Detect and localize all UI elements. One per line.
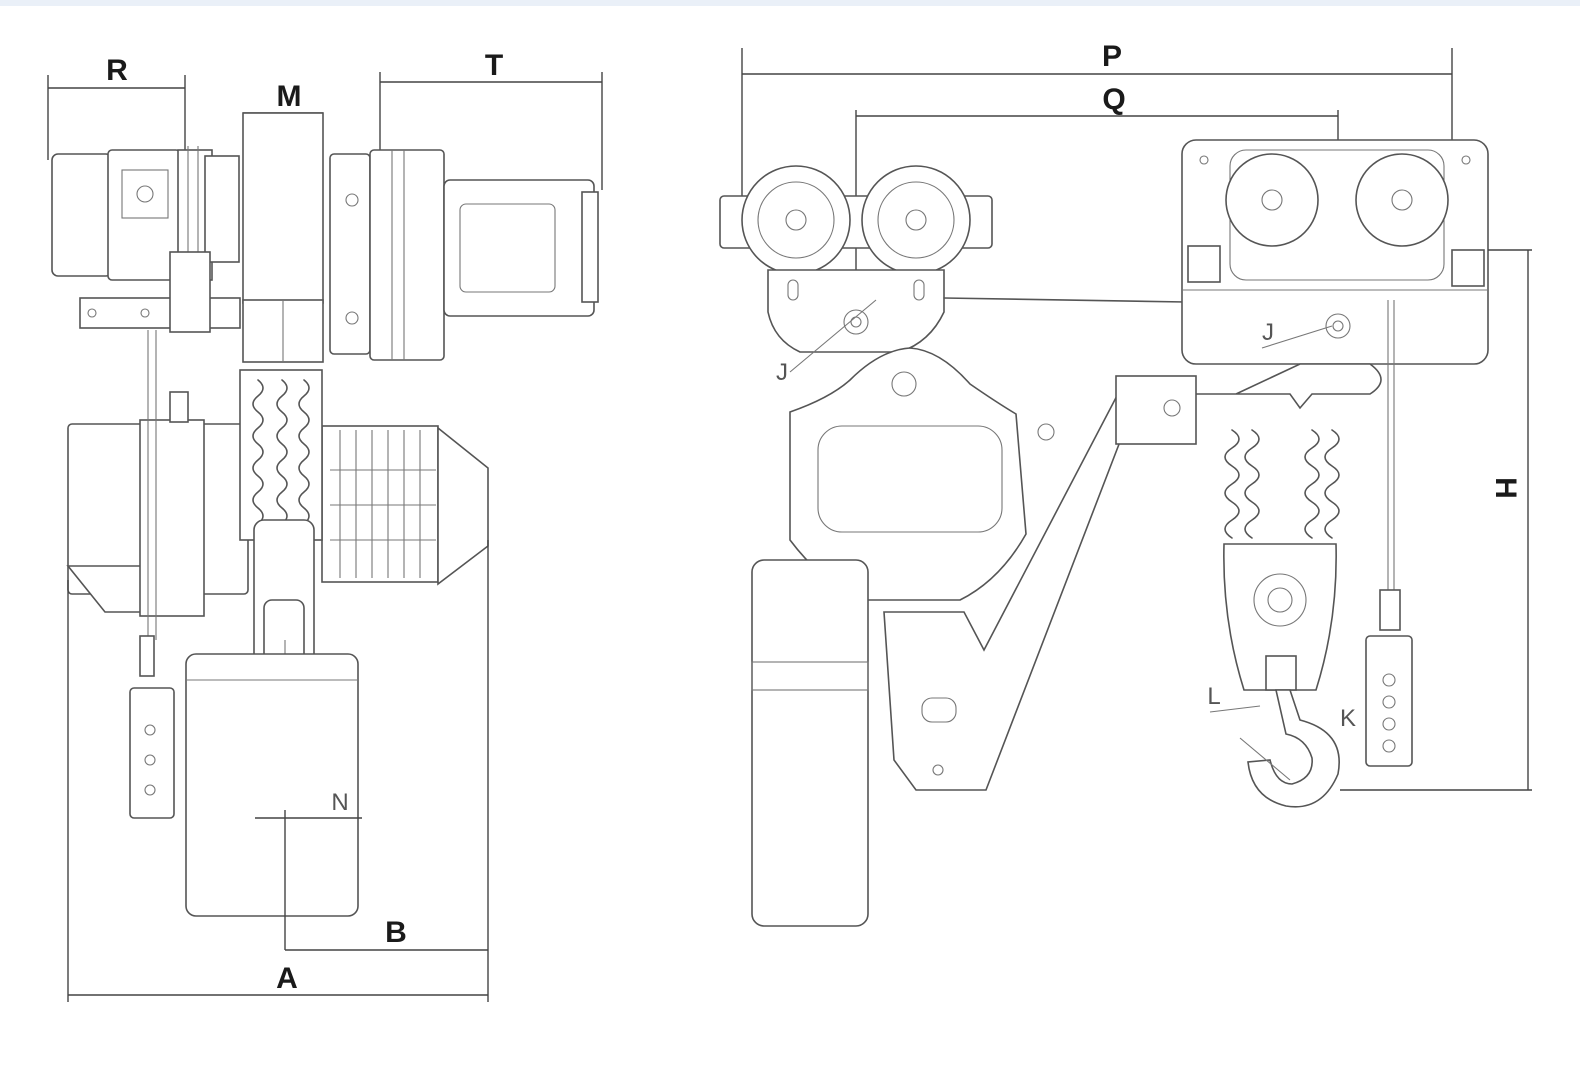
dimension-h: H [1340, 249, 1532, 791]
front-view: R M T [47, 49, 603, 1002]
i-beam [242, 112, 324, 363]
hoist-body [66, 330, 249, 640]
dimension-t: T [379, 49, 603, 190]
label-m: M [277, 80, 302, 113]
pendant-control-side [1365, 300, 1413, 767]
right-trolley-side: J [1181, 139, 1489, 365]
dimension-n: N [255, 789, 362, 950]
label-p: P [1102, 40, 1122, 73]
hook-block [1115, 363, 1382, 691]
chain-bag-side [751, 559, 869, 927]
side-view: P Q J [719, 40, 1532, 927]
label-j-left: J [776, 359, 788, 386]
label-q: Q [1102, 83, 1125, 116]
label-k: K [1340, 705, 1356, 732]
hoist-body-side [789, 347, 1137, 791]
connecting-bar [943, 297, 1187, 303]
label-n: N [331, 789, 348, 816]
right-trolley-motor [329, 149, 599, 361]
top-band [0, 0, 1580, 6]
dimension-r: R [47, 54, 186, 160]
label-l-hook: L [1207, 683, 1220, 710]
chain-bag-front [185, 653, 359, 917]
dimension-p: P [741, 40, 1453, 200]
dimension-m: M [243, 80, 323, 114]
hoist-motor [321, 425, 489, 586]
label-h: H [1489, 477, 1522, 499]
trolley-bottom-bar [79, 251, 241, 333]
label-r: R [106, 54, 128, 87]
dimension-b: B [285, 540, 489, 1002]
dimension-a: A [67, 580, 488, 1002]
hook: L K [1207, 683, 1356, 808]
label-t: T [485, 49, 503, 82]
label-b: B [385, 916, 407, 949]
label-j-right: J [1262, 319, 1274, 346]
pendant-control-front [129, 635, 175, 819]
label-a: A [276, 962, 298, 995]
left-trolley-side: J [719, 165, 993, 386]
left-trolley-motor [51, 146, 240, 286]
